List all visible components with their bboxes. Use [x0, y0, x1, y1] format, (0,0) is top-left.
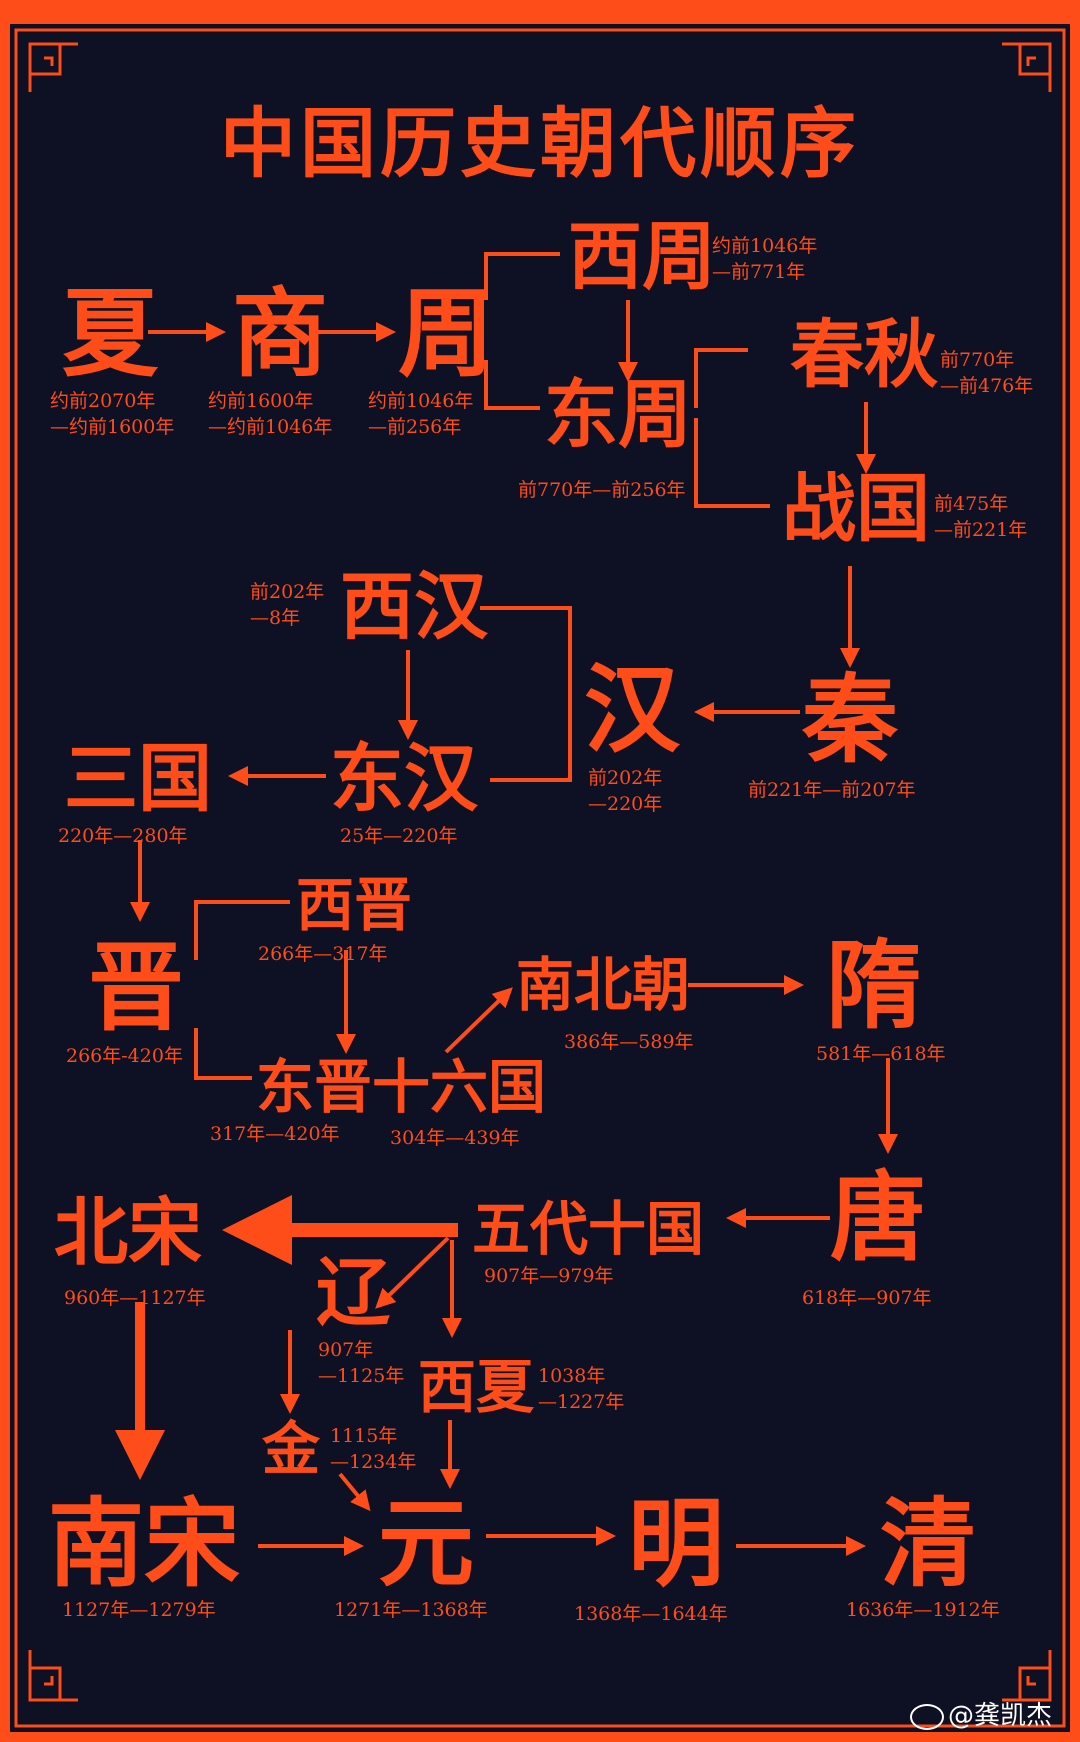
dynasty-tang-dates: 618年—907年 [802, 1287, 932, 1309]
dynasty-zhou: 周 [398, 277, 494, 390]
dynasty-zhou-dates: 约前1046年—前256年 [368, 390, 474, 438]
dynasty-ming-dates: 1368年—1644年 [574, 1603, 728, 1625]
dynasty-liao: 辽 [316, 1250, 390, 1336]
dynasty-beisong-dates: 960年—1127年 [64, 1287, 206, 1309]
dynasty-xijin-dates: 266年—317年 [258, 943, 388, 965]
dynasty-xihan-dates: 前202年—8年 [250, 581, 325, 629]
dynasty-nansong: 南宋 [48, 1487, 240, 1600]
dynasty-nanbeichao: 南北朝 [516, 951, 691, 1019]
dynasty-yuan: 元 [378, 1487, 474, 1600]
dynasty-qin-dates: 前221年—前207年 [748, 779, 916, 801]
dynasty-qing: 清 [880, 1487, 976, 1600]
dynasty-jinchao-dates: 1115年—1234年 [330, 1425, 417, 1473]
dynasty-wudai: 五代十国 [472, 1195, 705, 1263]
dynasty-xixia: 西夏 [418, 1353, 535, 1421]
dynasty-dongjin-dates-a: 317年—420年 [210, 1123, 340, 1145]
dynasty-zhanguo-dates: 前475年—前221年 [934, 493, 1028, 541]
weibo-icon [909, 1703, 944, 1730]
dynasty-nanbeichao-dates: 386年—589年 [564, 1031, 694, 1053]
dynasty-sanguo-dates: 220年—280年 [58, 825, 188, 847]
dynasty-donghan: 东汉 [330, 736, 478, 822]
page-title: 中国历史朝代顺序 [220, 99, 860, 188]
dynasty-sui: 隋 [826, 929, 922, 1042]
dynasty-xizhou-dates: 约前1046年—前771年 [712, 235, 818, 283]
dynasty-xihan: 西汉 [340, 564, 488, 650]
dynasty-chunqiu-dates: 前770年—前476年 [940, 349, 1034, 397]
dynasty-sui-dates: 581年—618年 [816, 1043, 946, 1065]
dynasty-xijin: 西晋 [296, 871, 413, 939]
dynasty-zhanguo: 战国 [782, 466, 930, 552]
dynasty-dongjin: 东晋十六国 [256, 1053, 547, 1121]
dynasty-donghan-dates: 25年—220年 [340, 825, 458, 847]
dynasty-sanguo: 三国 [64, 736, 212, 822]
dynasty-han: 汉 [584, 653, 680, 766]
dynasty-ming: 明 [628, 1487, 724, 1600]
dynasty-jin: 晋 [88, 931, 184, 1044]
dynasty-shang: 商 [232, 277, 328, 390]
dynasty-chunqiu: 春秋 [790, 312, 938, 398]
dynasty-xizhou: 西周 [568, 214, 716, 300]
dynasty-yuan-dates: 1271年—1368年 [334, 1599, 488, 1621]
dynasty-wudai-dates: 907年—979年 [484, 1265, 614, 1287]
dynasty-nansong-dates: 1127年—1279年 [62, 1599, 216, 1621]
dynasty-han-dates: 前202年—220年 [588, 767, 663, 815]
dynasty-tang: 唐 [830, 1161, 926, 1274]
dynasty-liao-dates: 907年—1125年 [318, 1339, 405, 1387]
dynasty-jinchao: 金 [262, 1415, 321, 1483]
dynasty-xia-dates: 约前2070年—约前1600年 [50, 390, 175, 438]
dynasty-jin-dates: 266年-420年 [66, 1045, 183, 1067]
dynasty-dongzhou-dates: 前770年—前256年 [518, 479, 686, 501]
dynasty-beisong: 北宋 [54, 1190, 202, 1276]
dynasty-dongzhou: 东周 [544, 372, 692, 458]
dynasty-dongjin-dates-b: 304年—439年 [390, 1127, 520, 1149]
dynasty-xixia-dates: 1038年—1227年 [538, 1365, 625, 1413]
dynasty-shang-dates: 约前1600年—约前1046年 [208, 390, 333, 438]
dynasty-qin: 秦 [802, 663, 898, 776]
dynasty-qing-dates: 1636年—1912年 [846, 1599, 1000, 1621]
weibo-watermark: @龚凯杰 [909, 1695, 1052, 1732]
dynasty-xia: 夏 [62, 277, 158, 390]
